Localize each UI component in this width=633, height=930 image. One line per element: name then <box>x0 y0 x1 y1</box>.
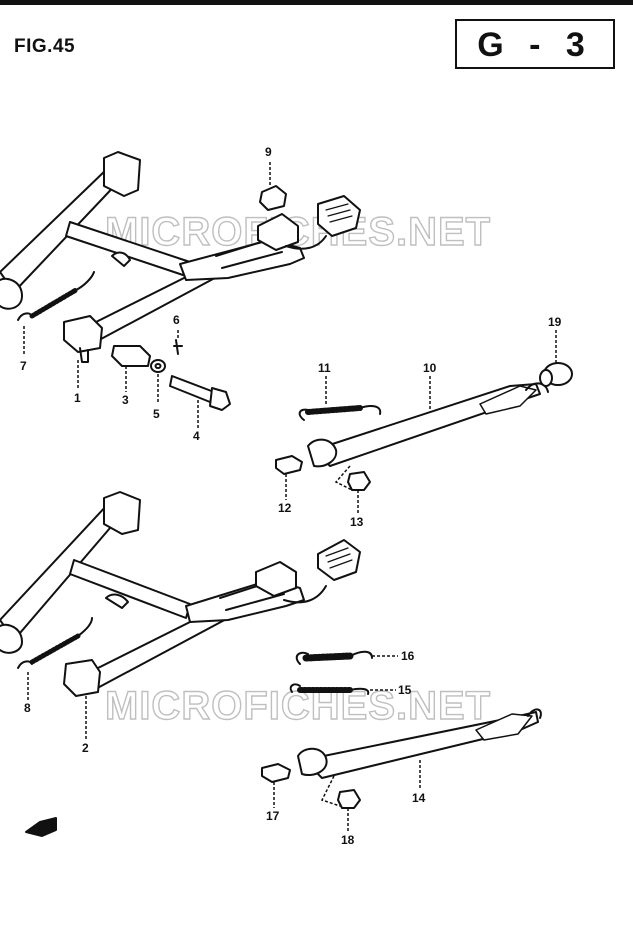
spring-16 <box>295 650 373 665</box>
callout-18: 18 <box>341 833 355 847</box>
callout-2: 2 <box>82 741 89 755</box>
callout-17: 17 <box>266 809 280 823</box>
spring-7 <box>17 271 95 321</box>
bushing-3 <box>111 345 151 367</box>
cotter-pin-6 <box>173 339 183 355</box>
cap-9 <box>259 185 287 211</box>
callout-15: 15 <box>398 683 412 697</box>
callout-5: 5 <box>153 407 160 421</box>
callout-10: 10 <box>423 361 437 375</box>
callout-12: 12 <box>278 501 292 515</box>
callout-11: 11 <box>318 361 331 375</box>
callout-labels: 1 2 3 4 5 6 7 8 9 10 11 12 13 14 15 16 1… <box>20 145 562 847</box>
side-stand-14 <box>297 708 542 779</box>
callout-14: 14 <box>412 791 426 805</box>
side-stand-10 <box>307 382 549 468</box>
callout-7: 7 <box>20 359 27 373</box>
section-code: G - 3 <box>477 26 593 64</box>
callout-6: 6 <box>173 313 180 327</box>
bushing-19 <box>539 362 573 387</box>
top-rule <box>0 0 633 5</box>
center-stand-upper <box>0 151 361 363</box>
bolt-17 <box>261 763 291 783</box>
callout-3: 3 <box>122 393 129 407</box>
callout-16: 16 <box>401 649 415 663</box>
center-stand-lower <box>0 491 361 697</box>
section-code-box: G - 3 <box>455 19 615 69</box>
spring-8 <box>17 617 93 669</box>
nut-13 <box>347 471 371 491</box>
spring-15 <box>289 683 370 695</box>
bolt-12 <box>275 455 303 475</box>
figure-label: FIG.45 <box>14 36 76 57</box>
bolt-4 <box>169 375 231 411</box>
callout-4: 4 <box>193 429 200 443</box>
callout-9: 9 <box>265 145 272 159</box>
callout-1: 1 <box>74 391 81 405</box>
nut-18 <box>337 789 361 809</box>
callout-13: 13 <box>350 515 364 529</box>
spring-11 <box>298 405 382 421</box>
callout-19: 19 <box>548 315 562 329</box>
callout-8: 8 <box>24 701 31 715</box>
front-arrow-icon <box>25 817 57 837</box>
washer-5 <box>150 359 166 373</box>
leader-lines <box>23 162 557 832</box>
